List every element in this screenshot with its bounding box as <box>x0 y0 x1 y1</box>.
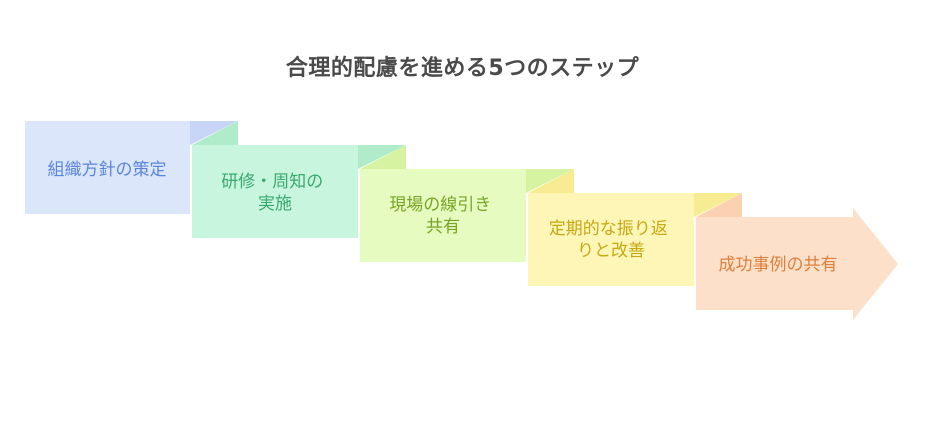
step-3-box <box>360 169 526 262</box>
step-3: 現場の線引き 共有 <box>360 145 574 262</box>
step-5: 成功事例の共有 <box>696 193 898 320</box>
step-1-box <box>25 121 190 214</box>
step-4-fold-left <box>528 169 574 193</box>
step-4-fold <box>694 193 742 217</box>
step-4-box <box>528 193 694 286</box>
step-1-fold <box>190 121 238 145</box>
step-5-fold-left <box>696 193 742 217</box>
step-1: 組織方針の策定 <box>25 121 238 214</box>
step-5-arrow <box>696 208 898 320</box>
step-2: 研修・周知の 実施 <box>192 121 406 238</box>
step-3-fold <box>526 169 574 193</box>
step-2-box <box>192 145 358 238</box>
step-4: 定期的な振り返 りと改善 <box>528 169 742 286</box>
step-5-label: 成功事例の共有 <box>719 255 838 275</box>
step-1-label: 組織方針の策定 <box>48 160 167 180</box>
step-3-fold-left <box>360 145 406 169</box>
step-3-label: 現場の線引き 共有 <box>389 195 496 237</box>
step-2-fold-left <box>192 121 238 145</box>
step-2-label: 研修・周知の 実施 <box>221 172 328 214</box>
diagram-title: 合理的配慮を進める5つのステップ <box>285 56 640 81</box>
step-2-fold <box>358 145 406 169</box>
step-4-label: 定期的な振り返 りと改善 <box>549 219 673 261</box>
